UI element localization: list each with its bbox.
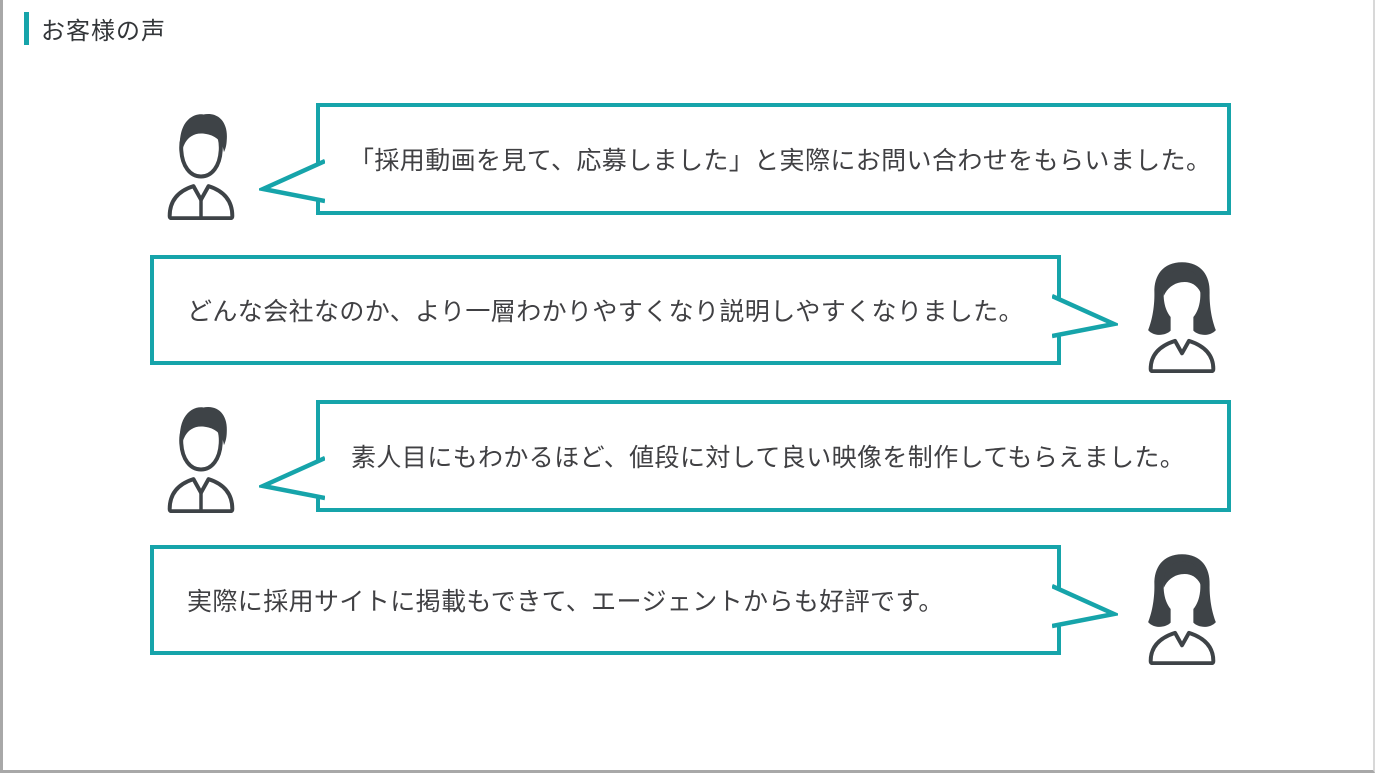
testimonial-text-3: 素人目にもわかるほど、値段に対して良い映像を制作してもらえました。 [351, 444, 1186, 472]
bubble-tail-left-icon [259, 455, 325, 501]
accent-bar [24, 12, 29, 45]
testimonial-bubble-3: 素人目にもわかるほど、値段に対して良い映像を制作してもらえました。 [259, 400, 1231, 512]
bubble-tail-left-icon [259, 158, 325, 204]
female-avatar-icon [1142, 257, 1222, 373]
female-avatar-icon [1142, 549, 1222, 665]
male-avatar-icon-svg [167, 113, 235, 220]
testimonial-bubble-4: 実際に採用サイトに掲載もできて、エージェントからも好評です。 [150, 545, 1118, 655]
testimonial-text-2: どんな会社なのか、より一層わかりやすくなり説明しやすくなりました。 [187, 298, 1024, 326]
testimonial-text-1: 「採用動画を見て、応募しました」と実際にお問い合わせをもらいました。 [349, 147, 1212, 175]
bubble-tail-right-icon [1052, 583, 1118, 629]
testimonial-bubble-1: 「採用動画を見て、応募しました」と実際にお問い合わせをもらいました。 [259, 103, 1231, 215]
testimonial-bubble-2: どんな会社なのか、より一層わかりやすくなり説明しやすくなりました。 [150, 255, 1118, 365]
female-avatar-icon-svg [1148, 554, 1216, 665]
female-avatar-icon-svg [1148, 262, 1216, 373]
bubble-tail-right-icon [1052, 293, 1118, 339]
testimonial-text-4: 実際に採用サイトに掲載もできて、エージェントからも好評です。 [187, 588, 944, 616]
male-avatar-icon-svg [167, 406, 235, 513]
male-avatar-icon [161, 104, 241, 220]
section-header: お客様の声 [24, 11, 166, 46]
section-title: お客様の声 [41, 18, 166, 45]
male-avatar-icon [161, 397, 241, 513]
